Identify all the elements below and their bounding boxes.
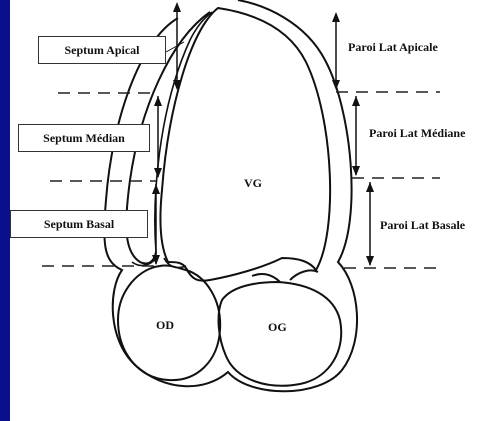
septum-basal-label: Septum Basal (10, 210, 148, 238)
chamber-od-label: OD (156, 318, 174, 333)
mitral-leaflet-right (290, 270, 318, 280)
chamber-og-label: OG (268, 320, 287, 335)
paroi-basale-label: Paroi Lat Basale (380, 218, 465, 233)
septum-median-label: Septum Médian (18, 124, 150, 152)
paroi-apicale-label: Paroi Lat Apicale (348, 40, 438, 55)
paroi-mediane-label: Paroi Lat Médiane (369, 126, 465, 141)
chamber-vg-label: VG (244, 176, 262, 191)
mitral-leaflet-left (252, 274, 280, 282)
septum-apical-label: Septum Apical (38, 36, 166, 64)
